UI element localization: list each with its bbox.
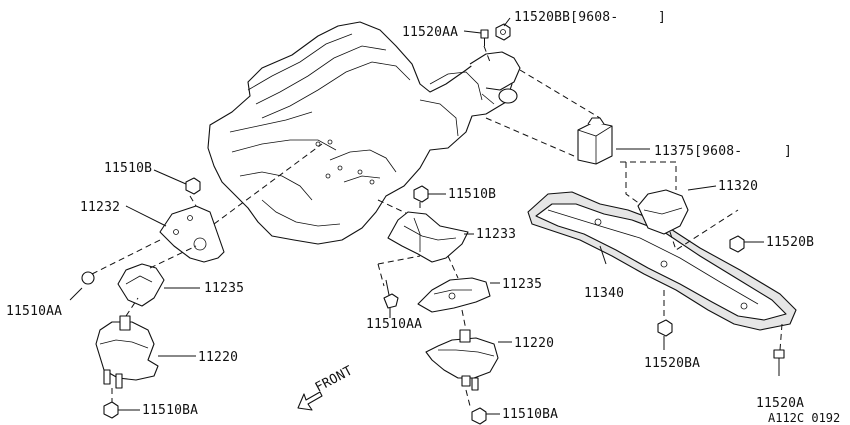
heat-shield-11235-mid	[417, 277, 500, 313]
label-11510ba-left: 11510BA	[142, 403, 198, 418]
label-11520bb-end: ]	[658, 10, 666, 25]
label-front: FRONT	[313, 363, 355, 395]
label-11520bb: 11520BB[9608-	[514, 10, 618, 25]
label-11220-left: 11220	[198, 350, 238, 365]
label-11520aa: 11520AA	[402, 25, 458, 40]
label-11520b: 11520B	[766, 235, 814, 250]
label-11510b-left: 11510B	[104, 161, 152, 176]
bracket-11232	[125, 205, 225, 263]
nut-11520bb	[483, 17, 511, 63]
heat-shield-11235-left	[117, 263, 200, 307]
label-11235-left: 11235	[204, 281, 244, 296]
nut-11510ba-mid	[471, 407, 500, 425]
dynamic-damper-11375	[577, 117, 650, 165]
label-11340: 11340	[584, 286, 624, 301]
engine-mount-11220-mid	[425, 329, 512, 391]
nut-11510b-left	[153, 169, 201, 195]
bolt-11520aa-top	[463, 29, 489, 46]
label-11220-mid: 11220	[514, 336, 554, 351]
label-11235-mid: 11235	[502, 277, 542, 292]
nut-11510ba-left	[103, 401, 140, 419]
mount-bracket-11320	[637, 185, 717, 235]
label-11520a: 11520A	[756, 396, 804, 411]
reference-code: A112C 0192	[768, 411, 840, 425]
bolt-11520a	[773, 349, 785, 376]
label-11375-end: ]	[784, 144, 792, 159]
bolt-11510aa-left	[69, 271, 95, 301]
label-11233: 11233	[476, 227, 516, 242]
crossmember-11340	[527, 191, 797, 331]
label-11510b-mid: 11510B	[448, 187, 496, 202]
nut-11510b-mid	[413, 185, 446, 203]
label-11520ba: 11520BA	[644, 356, 700, 371]
bolt-11510aa-mid	[383, 279, 399, 318]
engine-mount-11220-left	[95, 315, 196, 389]
label-11510ba-mid: 11510BA	[502, 407, 558, 422]
label-11320: 11320	[718, 179, 758, 194]
front-arrow-icon	[297, 391, 323, 411]
nut-11520b	[729, 235, 764, 253]
bracket-11233	[387, 211, 474, 263]
label-11510aa-mid: 11510AA	[366, 317, 422, 332]
label-11232: 11232	[80, 200, 120, 215]
engine-transmission-assembly	[207, 21, 521, 245]
label-11375: 11375[9608-	[654, 144, 742, 159]
label-11510aa-left: 11510AA	[6, 304, 62, 319]
nut-11520ba	[657, 319, 673, 350]
